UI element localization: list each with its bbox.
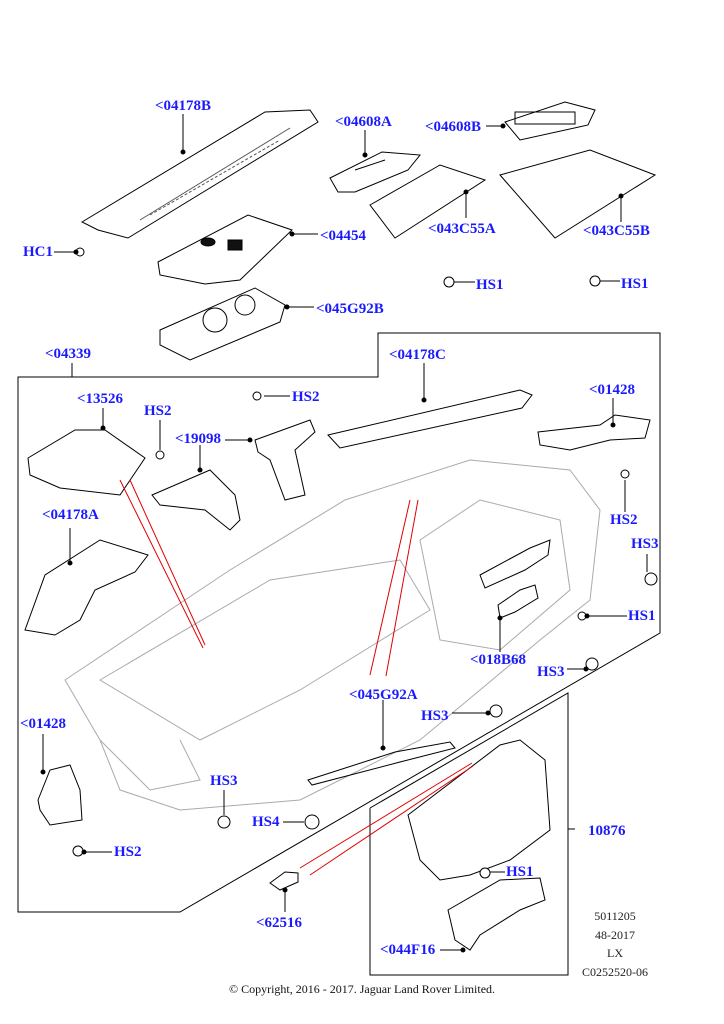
callout-HS2-c[interactable]: HS2	[610, 512, 638, 528]
callout-HS2-b[interactable]: HS2	[292, 389, 320, 405]
part-04178B	[80, 109, 319, 239]
fastener-HS1-a	[443, 276, 455, 288]
copyright-notice: © Copyright, 2016 - 2017. Jaguar Land Ro…	[228, 982, 496, 996]
part-01428-lower	[37, 764, 83, 826]
fastener-HS2-c	[620, 469, 630, 479]
callout-13526[interactable]: <13526	[77, 391, 124, 407]
fastener-HS3-a	[644, 572, 658, 586]
callout-HS4[interactable]: HS4	[252, 814, 280, 830]
callout-HS3-a[interactable]: HS3	[631, 536, 659, 552]
callout-10876[interactable]: 10876	[588, 823, 626, 839]
fastener-HS2-d	[72, 845, 84, 857]
meta-line-2: 48-2017	[595, 927, 635, 942]
fastener-HS3-c	[489, 704, 503, 718]
part-10876	[407, 739, 551, 881]
callout-HS3-b[interactable]: HS3	[537, 664, 565, 680]
callout-044F16[interactable]: <044F16	[380, 942, 436, 958]
fastener-HS1-d	[479, 867, 491, 879]
fastener-HS2-a	[155, 450, 165, 460]
callout-HS1-d[interactable]: HS1	[506, 864, 534, 880]
fasteners	[72, 247, 658, 879]
fastener-HS2-b	[252, 391, 262, 401]
fastener-HS3-b	[585, 657, 599, 671]
callout-HS2-a[interactable]: HS2	[144, 403, 172, 419]
meta-line-3: LX	[607, 946, 623, 960]
fastener-HS3-d	[217, 815, 231, 829]
callout-HC1[interactable]: HC1	[23, 244, 53, 260]
part-04608A	[329, 151, 421, 193]
callout-045G92B[interactable]: <045G92B	[316, 301, 384, 317]
drawing-metadata: 5011205 48-2017 LX C0252520-06	[570, 907, 660, 981]
callout-04178C[interactable]: <04178C	[389, 347, 446, 363]
callout-HS1-b[interactable]: HS1	[621, 276, 649, 292]
callout-018B68[interactable]: <018B68	[470, 652, 527, 668]
callout-04608A[interactable]: <04608A	[335, 114, 392, 130]
callout-01428-upper[interactable]: <01428	[589, 382, 636, 398]
callout-HS3-c[interactable]: HS3	[421, 708, 449, 724]
part-045G92A	[307, 741, 456, 786]
callout-04339[interactable]: <04339	[45, 346, 92, 362]
callout-62516[interactable]: <62516	[256, 915, 303, 931]
callout-01428-lower[interactable]: <01428	[20, 716, 67, 732]
callout-043C55B[interactable]: <043C55B	[583, 223, 650, 239]
callout-HS1-c[interactable]: HS1	[628, 608, 656, 624]
part-dashboard-carrier	[64, 459, 601, 811]
callout-HS2-d[interactable]: HS2	[114, 844, 142, 860]
callout-HS3-d[interactable]: HS3	[210, 773, 238, 789]
callout-19098[interactable]: <19098	[175, 431, 222, 447]
part-19098	[151, 419, 316, 531]
part-13526	[27, 429, 146, 496]
callout-04178B[interactable]: <04178B	[155, 98, 212, 114]
part-62516	[269, 871, 299, 891]
meta-line-4: C0252520-06	[582, 964, 648, 979]
assembly-frame-04339	[17, 332, 661, 913]
callout-043C55A[interactable]: <043C55A	[428, 221, 496, 237]
callout-HS1-a[interactable]: HS1	[476, 277, 504, 293]
part-043C55A	[369, 164, 487, 239]
part-043C55B	[499, 149, 657, 239]
meta-line-1: 5011205	[594, 909, 636, 923]
leader-lines	[40, 114, 648, 953]
fastener-HS1-b	[589, 275, 601, 287]
part-04454	[157, 214, 293, 285]
part-01428-upper	[537, 414, 651, 451]
part-045G92B	[159, 287, 286, 361]
assembly-frame-10876	[369, 692, 569, 976]
callout-045G92A[interactable]: <045G92A	[349, 687, 418, 703]
callout-04454[interactable]: <04454	[320, 228, 367, 244]
part-04608B	[504, 101, 596, 141]
fastener-HS4	[304, 814, 320, 830]
part-04178A	[24, 539, 149, 636]
part-04178C	[327, 389, 533, 449]
part-044F16	[447, 877, 546, 951]
reference-lines	[119, 479, 474, 876]
callout-04608B[interactable]: <04608B	[425, 119, 482, 135]
part-018B68	[479, 539, 551, 619]
callout-04178A[interactable]: <04178A	[42, 507, 99, 523]
